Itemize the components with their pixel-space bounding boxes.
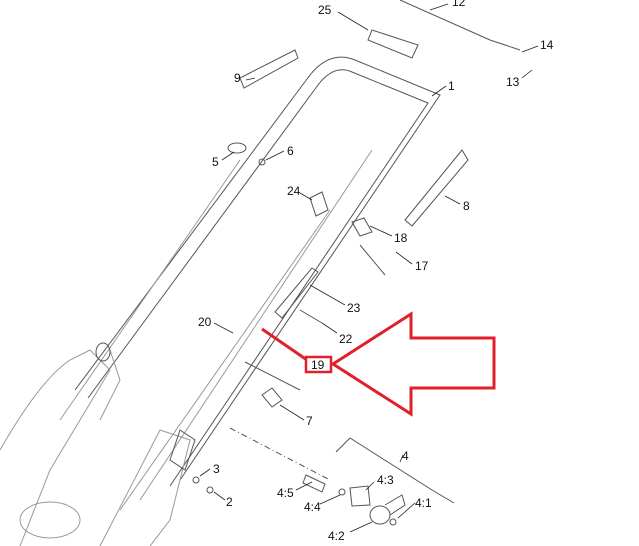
part-12-cable bbox=[399, 0, 521, 51]
part-5 bbox=[227, 142, 247, 154]
callout-24: 24 bbox=[287, 184, 301, 198]
part-18 bbox=[351, 217, 373, 237]
part-pin bbox=[244, 361, 301, 391]
callout-6: 6 bbox=[287, 144, 294, 158]
arrow-icon bbox=[330, 311, 496, 417]
callouts: 25 12 14 13 9 1 5 6 8 24 18 17 23 20 22 … bbox=[198, 0, 554, 543]
part-17 bbox=[359, 244, 386, 276]
callout-4: 4 bbox=[402, 449, 409, 463]
callout-4-1: 4:1 bbox=[415, 496, 432, 510]
handle-frame bbox=[0, 56, 441, 546]
part-4-3 bbox=[349, 485, 371, 507]
part-7 bbox=[261, 387, 283, 408]
callout-4-2: 4:2 bbox=[328, 529, 345, 543]
part-6 bbox=[258, 158, 266, 166]
callout-8: 8 bbox=[463, 199, 470, 213]
part-3 bbox=[192, 476, 200, 484]
callout-14: 14 bbox=[540, 38, 554, 52]
part-4-axis bbox=[229, 427, 331, 481]
callout-4-3: 4:3 bbox=[377, 473, 394, 487]
callout-13: 13 bbox=[506, 75, 520, 89]
highlight-annotation: 19 bbox=[261, 311, 496, 417]
leader-lines bbox=[199, 3, 539, 533]
group-4-bracket bbox=[335, 437, 455, 504]
part-24 bbox=[309, 191, 329, 217]
callout-4-4: 4:4 bbox=[304, 500, 321, 514]
callout-1: 1 bbox=[448, 79, 455, 93]
callout-5: 5 bbox=[212, 155, 219, 169]
callout-18: 18 bbox=[394, 231, 408, 245]
part-8 bbox=[404, 149, 469, 227]
part-22 bbox=[299, 309, 323, 324]
callout-25: 25 bbox=[318, 3, 332, 17]
part-23 bbox=[274, 267, 319, 319]
parts bbox=[192, 0, 521, 526]
part-2 bbox=[206, 486, 214, 494]
part-4-2 bbox=[369, 505, 391, 525]
part-9 bbox=[239, 49, 299, 89]
callout-19: 19 bbox=[311, 358, 325, 372]
callout-23: 23 bbox=[347, 301, 361, 315]
callout-12: 12 bbox=[452, 0, 466, 9]
callout-2: 2 bbox=[226, 495, 233, 509]
pointer-line bbox=[261, 327, 308, 362]
callout-22: 22 bbox=[339, 332, 353, 346]
callout-17: 17 bbox=[415, 259, 429, 273]
part-4-4 bbox=[338, 488, 346, 496]
part-4-1 bbox=[389, 518, 397, 526]
part-4-5 bbox=[302, 474, 326, 493]
callout-3: 3 bbox=[213, 462, 220, 476]
callout-9: 9 bbox=[234, 71, 241, 85]
callout-7: 7 bbox=[306, 414, 313, 428]
highlight-box bbox=[304, 355, 333, 374]
part-25 bbox=[367, 29, 419, 59]
callout-20: 20 bbox=[198, 315, 212, 329]
callout-4-5: 4:5 bbox=[277, 486, 294, 500]
